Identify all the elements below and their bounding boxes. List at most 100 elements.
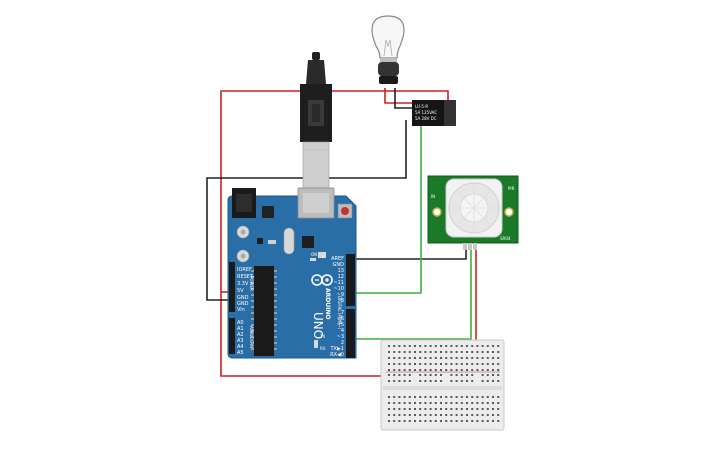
- breadboard-hole[interactable]: [471, 357, 474, 359]
- breadboard-hole[interactable]: [481, 363, 484, 365]
- breadboard-hole[interactable]: [466, 414, 468, 416]
- breadboard-hole[interactable]: [492, 396, 494, 398]
- breadboard-hole[interactable]: [393, 420, 396, 422]
- breadboard-hole[interactable]: [481, 414, 484, 416]
- breadboard-hole[interactable]: [486, 396, 489, 398]
- breadboard-hole[interactable]: [398, 396, 401, 398]
- breadboard-hole[interactable]: [460, 345, 463, 347]
- breadboard-hole[interactable]: [492, 420, 494, 422]
- breadboard-hole[interactable]: [440, 345, 442, 347]
- breadboard-hole[interactable]: [476, 402, 479, 404]
- breadboard-hole[interactable]: [497, 363, 500, 365]
- breadboard-hole[interactable]: [424, 414, 427, 416]
- breadboard-hole[interactable]: [481, 351, 484, 353]
- breadboard-hole[interactable]: [471, 351, 474, 353]
- digital-header-bottom[interactable]: [346, 309, 355, 358]
- breadboard-hole[interactable]: [419, 380, 422, 382]
- breadboard-hole[interactable]: [388, 408, 390, 410]
- breadboard-hole[interactable]: [455, 408, 458, 410]
- breadboard-hole[interactable]: [476, 420, 479, 422]
- breadboard-hole[interactable]: [429, 351, 432, 353]
- breadboard-hole[interactable]: [434, 420, 437, 422]
- breadboard-hole[interactable]: [403, 374, 406, 376]
- breadboard-hole[interactable]: [434, 374, 437, 376]
- breadboard-hole[interactable]: [419, 402, 422, 404]
- breadboard-hole[interactable]: [414, 363, 416, 365]
- breadboard-hole[interactable]: [429, 380, 432, 382]
- breadboard-hole[interactable]: [476, 363, 479, 365]
- breadboard-hole[interactable]: [403, 345, 406, 347]
- breadboard-hole[interactable]: [460, 369, 463, 371]
- breadboard-hole[interactable]: [486, 369, 489, 371]
- breadboard-hole[interactable]: [492, 345, 494, 347]
- breadboard-hole[interactable]: [455, 357, 458, 359]
- breadboard-hole[interactable]: [419, 345, 422, 347]
- breadboard-hole[interactable]: [445, 351, 448, 353]
- breadboard-hole[interactable]: [414, 420, 416, 422]
- breadboard-hole[interactable]: [486, 357, 489, 359]
- breadboard-hole[interactable]: [481, 420, 484, 422]
- breadboard-hole[interactable]: [450, 420, 453, 422]
- breadboard-hole[interactable]: [445, 357, 448, 359]
- breadboard-hole[interactable]: [408, 402, 411, 404]
- breadboard-hole[interactable]: [460, 374, 463, 376]
- breadboard-hole[interactable]: [471, 380, 474, 382]
- lightbulb-icon[interactable]: [371, 15, 405, 84]
- breadboard-hole[interactable]: [434, 380, 437, 382]
- breadboard-hole[interactable]: [398, 420, 401, 422]
- breadboard-hole[interactable]: [455, 380, 458, 382]
- breadboard-hole[interactable]: [481, 345, 484, 347]
- breadboard-hole[interactable]: [466, 345, 468, 347]
- breadboard-hole[interactable]: [445, 408, 448, 410]
- breadboard-hole[interactable]: [450, 351, 453, 353]
- breadboard-hole[interactable]: [419, 374, 422, 376]
- breadboard-hole[interactable]: [445, 363, 448, 365]
- breadboard-hole[interactable]: [492, 369, 494, 371]
- breadboard-hole[interactable]: [440, 396, 442, 398]
- breadboard-hole[interactable]: [450, 374, 453, 376]
- breadboard-hole[interactable]: [414, 351, 416, 353]
- breadboard-hole[interactable]: [388, 402, 390, 404]
- breadboard-hole[interactable]: [460, 402, 463, 404]
- breadboard-hole[interactable]: [408, 345, 411, 347]
- breadboard-hole[interactable]: [471, 414, 474, 416]
- breadboard-hole[interactable]: [393, 369, 396, 371]
- breadboard-hole[interactable]: [497, 345, 500, 347]
- breadboard-hole[interactable]: [481, 380, 484, 382]
- breadboard-hole[interactable]: [440, 363, 442, 365]
- breadboard-hole[interactable]: [403, 380, 406, 382]
- breadboard-hole[interactable]: [419, 369, 422, 371]
- breadboard-hole[interactable]: [393, 351, 396, 353]
- breadboard-hole[interactable]: [492, 414, 494, 416]
- breadboard-hole[interactable]: [460, 380, 463, 382]
- breadboard-hole[interactable]: [471, 363, 474, 365]
- breadboard-hole[interactable]: [393, 402, 396, 404]
- breadboard-hole[interactable]: [388, 420, 390, 422]
- breadboard-hole[interactable]: [414, 369, 416, 371]
- breadboard-hole[interactable]: [471, 369, 474, 371]
- breadboard-hole[interactable]: [466, 420, 468, 422]
- breadboard-hole[interactable]: [486, 402, 489, 404]
- breadboard-hole[interactable]: [388, 363, 390, 365]
- breadboard-hole[interactable]: [445, 402, 448, 404]
- breadboard-hole[interactable]: [481, 408, 484, 410]
- breadboard-hole[interactable]: [403, 414, 406, 416]
- breadboard-hole[interactable]: [476, 357, 479, 359]
- breadboard-hole[interactable]: [419, 357, 422, 359]
- breadboard-hole[interactable]: [424, 420, 427, 422]
- breadboard-hole[interactable]: [398, 363, 401, 365]
- breadboard-hole[interactable]: [492, 363, 494, 365]
- breadboard-hole[interactable]: [429, 363, 432, 365]
- breadboard-hole[interactable]: [429, 396, 432, 398]
- breadboard-hole[interactable]: [455, 369, 458, 371]
- breadboard-hole[interactable]: [466, 369, 468, 371]
- breadboard-hole[interactable]: [424, 380, 427, 382]
- breadboard-hole[interactable]: [497, 357, 500, 359]
- breadboard-hole[interactable]: [440, 408, 442, 410]
- breadboard-hole[interactable]: [471, 345, 474, 347]
- breadboard-hole[interactable]: [440, 374, 442, 376]
- breadboard-hole[interactable]: [434, 351, 437, 353]
- breadboard-hole[interactable]: [429, 345, 432, 347]
- breadboard-hole[interactable]: [424, 357, 427, 359]
- breadboard-hole[interactable]: [398, 414, 401, 416]
